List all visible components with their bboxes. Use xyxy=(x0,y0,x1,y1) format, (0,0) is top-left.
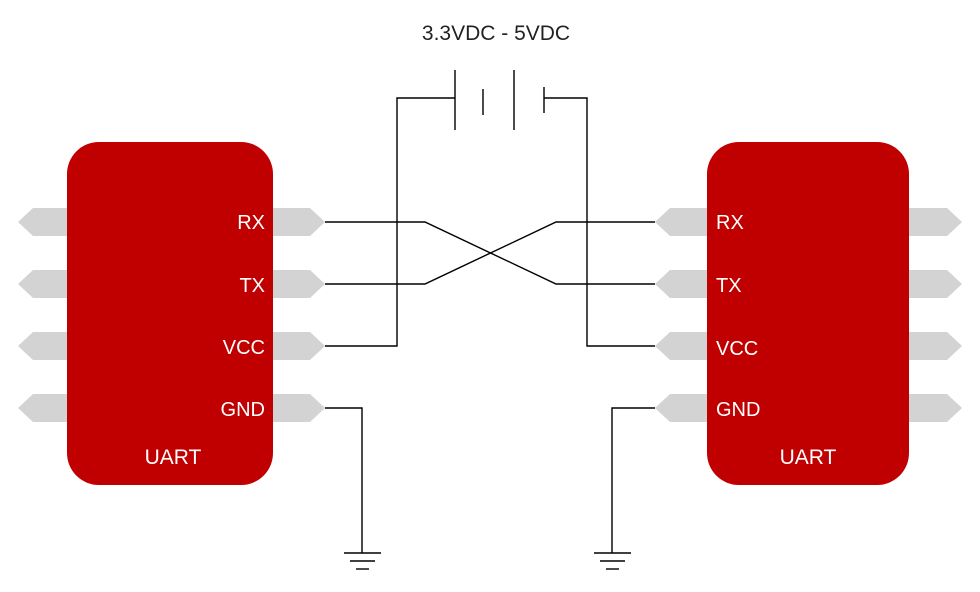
supply-voltage-label: 3.3VDC - 5VDC xyxy=(422,22,570,45)
left-rx-label: RX xyxy=(237,212,265,234)
wire-left-tx-to-right-rx xyxy=(325,221,655,285)
right-tx-label: TX xyxy=(716,275,742,297)
pin-icon xyxy=(908,208,962,236)
right-gnd-label: GND xyxy=(716,399,760,421)
right-rx-label: RX xyxy=(716,212,744,234)
pin-icon xyxy=(655,270,708,298)
right-uart-chip: RX TX VCC GND UART xyxy=(655,142,962,485)
wire-right-gnd xyxy=(611,407,655,553)
right-uart-title: UART xyxy=(780,446,837,469)
pin-icon xyxy=(908,394,962,422)
left-vcc-label: VCC xyxy=(223,337,265,359)
left-tx-label: TX xyxy=(239,275,265,297)
pin-icon xyxy=(908,332,962,360)
pin-icon xyxy=(18,270,67,298)
ground-icon xyxy=(594,552,631,570)
right-uart-body xyxy=(707,142,909,485)
battery-icon xyxy=(454,70,545,130)
pin-icon xyxy=(18,394,67,422)
pin-icon xyxy=(272,270,325,298)
pin-icon xyxy=(908,270,962,298)
left-uart-body xyxy=(67,142,273,485)
ground-icon xyxy=(344,552,381,570)
pin-icon xyxy=(272,332,325,360)
left-uart-chip: RX TX VCC GND UART xyxy=(18,142,325,485)
pin-icon xyxy=(18,332,67,360)
pin-icon xyxy=(655,332,708,360)
wire-left-gnd xyxy=(325,407,363,553)
pin-icon xyxy=(272,208,325,236)
left-gnd-label: GND xyxy=(221,399,265,421)
pin-icon xyxy=(18,208,67,236)
pin-icon xyxy=(655,208,708,236)
wires xyxy=(325,97,655,553)
pin-icon xyxy=(272,394,325,422)
pin-icon xyxy=(655,394,708,422)
right-vcc-label: VCC xyxy=(716,338,758,360)
left-uart-title: UART xyxy=(145,446,202,469)
